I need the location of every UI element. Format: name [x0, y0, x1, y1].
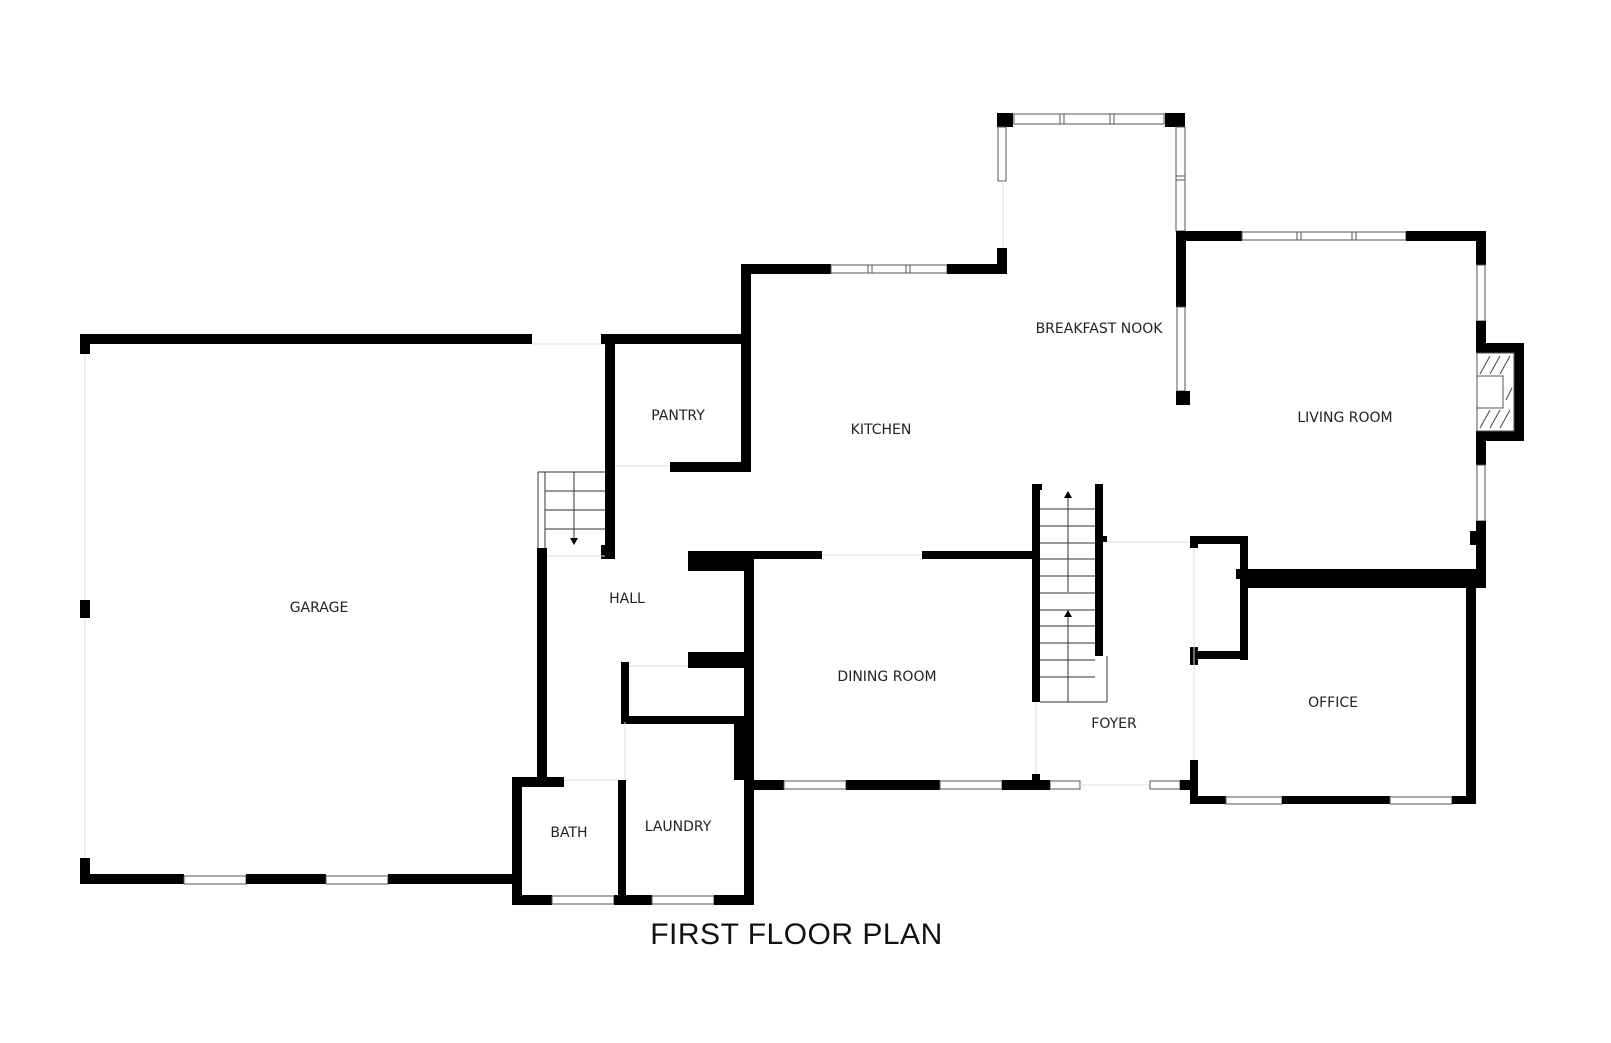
room-label-garage: GARAGE	[290, 600, 349, 616]
room-label-bath: BATH	[550, 825, 587, 841]
plan-title: FIRST FLOOR PLAN	[0, 918, 1611, 952]
breakfast-nook-walls	[997, 113, 1186, 248]
room-label-foyer: FOYER	[1091, 716, 1137, 732]
plan-title-text: FIRST FLOOR PLAN	[650, 918, 943, 951]
living-room-walls	[1176, 231, 1524, 579]
room-label-living-room: LIVING ROOM	[1297, 410, 1392, 426]
room-label-laundry: LAUNDRY	[645, 819, 712, 835]
room-label-hall: HALL	[609, 591, 645, 607]
room-label-kitchen: KITCHEN	[851, 422, 912, 438]
foyer-walls	[1032, 484, 1194, 790]
kitchen-walls	[741, 248, 1007, 274]
garage-walls	[80, 334, 605, 885]
room-label-pantry: PANTRY	[651, 408, 705, 424]
fireplace	[1476, 352, 1515, 432]
room-label-dining-room: DINING ROOM	[837, 669, 936, 685]
pantry-walls	[670, 264, 751, 472]
bath-laundry-walls	[512, 777, 754, 905]
office-walls	[1190, 536, 1486, 805]
room-label-breakfast-nook: BREAKFAST NOOK	[1036, 321, 1164, 337]
hall-walls	[537, 334, 747, 780]
dining-walls	[621, 551, 1040, 790]
room-label-office: OFFICE	[1308, 695, 1358, 711]
